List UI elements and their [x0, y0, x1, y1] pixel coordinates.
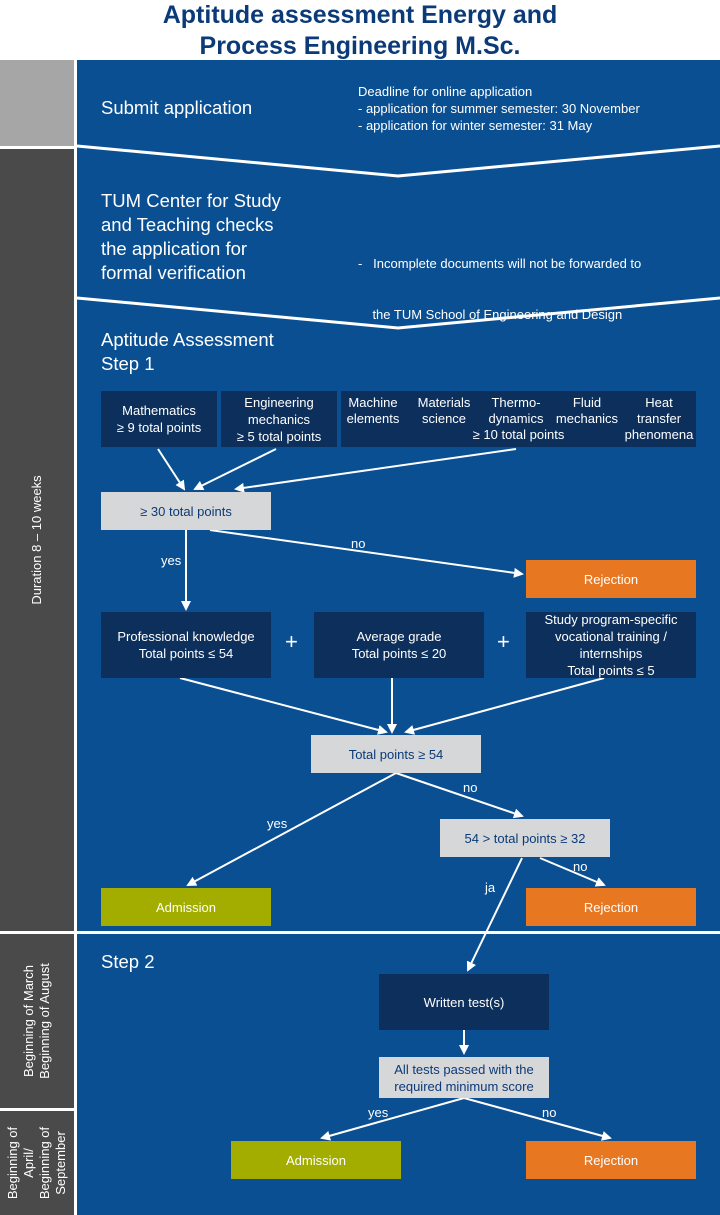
arrow-math-to-threshold: [157, 448, 186, 491]
incomplete-documents-note: - Incomplete documents will not be forwa…: [358, 221, 641, 340]
middle-range-box: 54 > total points ≥ 32: [440, 819, 610, 857]
box-line: Professional knowledge: [117, 629, 255, 644]
engineering-mechanics-box: Engineering mechanics ≥ 5 total points: [221, 391, 337, 447]
tests-passed-box: All tests passed with the required minim…: [379, 1057, 549, 1098]
middle-ja-label: ja: [485, 880, 496, 895]
subjects-points: ≥ 10 total points: [472, 427, 565, 442]
subject-line: Thermo-: [491, 395, 541, 410]
box-line: Total points ≤ 5: [567, 663, 655, 678]
box-line: internships: [579, 646, 643, 661]
passed-no-label: no: [542, 1105, 557, 1120]
subject-line: Fluid: [572, 395, 602, 410]
box-line: required minimum score: [394, 1078, 534, 1094]
professional-knowledge-box: Professional knowledge Total points ≤ 54: [101, 612, 271, 678]
tum-check-title-line: TUM Center for Study: [101, 190, 281, 211]
rejection-box-1: Rejection: [526, 560, 696, 598]
subject-line: transfer: [636, 411, 682, 426]
note-line: the TUM School of Engineering and Design: [358, 307, 623, 322]
step2-title: Step 2: [101, 951, 155, 972]
box-line: Study program-specific: [544, 612, 678, 627]
note-line: - Incomplete documents will not be forwa…: [358, 256, 642, 271]
arrow-engmech-to-threshold: [193, 448, 277, 490]
admission-box-2: Admission: [231, 1141, 401, 1179]
written-test-box: Written test(s): [379, 974, 549, 1030]
page-title: Aptitude assessment Energy and Process E…: [0, 0, 720, 60]
tum-check-title-line: formal verification: [101, 262, 246, 283]
subject-thermodynamics: Thermo- dynamics: [483, 395, 549, 427]
arrow-passed-no: [463, 1097, 612, 1141]
tum-check-title-line: and Teaching checks: [101, 214, 274, 235]
admission-box-1: Admission: [101, 888, 271, 926]
rejection-box-2: Rejection: [526, 888, 696, 926]
plus-sign-2: +: [497, 629, 510, 654]
arrow-voc-to-total: [404, 677, 605, 735]
arrow-prof-to-total: [179, 677, 388, 735]
deadline-line: - application for winter semester: 31 Ma…: [358, 118, 593, 133]
total-yes-label: yes: [267, 816, 288, 831]
tum-check-title: TUM Center for Study and Teaching checks…: [101, 189, 281, 285]
threshold-no-label: no: [351, 536, 366, 551]
arrow-middle-no: [539, 857, 606, 887]
subject-line: Heat: [645, 395, 673, 410]
deadline-line: - application for summer semester: 30 No…: [358, 101, 640, 116]
deadline-line: Deadline for online application: [358, 84, 533, 99]
subject-machine-elements: Machine elements: [341, 395, 405, 427]
total-no-label: no: [463, 780, 478, 795]
subject-line: elements: [346, 411, 400, 426]
passed-yes-label: yes: [368, 1105, 389, 1120]
arrow-middle-ja: [466, 857, 523, 972]
box-line: mechanics: [247, 411, 311, 427]
arrow-subjects-to-threshold: [234, 448, 517, 493]
box-line: Total points ≤ 20: [351, 646, 447, 661]
box-line: ≥ 5 total points: [236, 428, 322, 444]
box-line: Mathematics: [122, 403, 196, 418]
sidebar-duration-block: Duration 8 – 10 weeks: [0, 149, 74, 931]
box-line: vocational training /: [554, 629, 667, 644]
chevron-separator-2: [76, 296, 720, 330]
box-line: ≥ 9 total points: [116, 420, 202, 435]
threshold-30-box: ≥ 30 total points: [101, 492, 271, 530]
arrow-threshold-no: [209, 529, 524, 578]
box-line: Average grade: [356, 629, 442, 644]
title-line-1: Aptitude assessment Energy and: [162, 1, 558, 29]
subject-heat-transfer: Heat transfer phenomena: [623, 395, 695, 443]
box-line: All tests passed with the: [394, 1061, 534, 1077]
deadline-note: Deadline for online application - applic…: [358, 83, 640, 134]
step1-title-line: Aptitude Assessment: [101, 329, 274, 350]
threshold-yes-label: yes: [161, 553, 182, 568]
title-line-2: Process Engineering M.Sc.: [199, 32, 521, 60]
sidebar-submit-block: [0, 60, 74, 146]
subjects-box: Machine elements Materials science Therm…: [341, 391, 696, 447]
subject-line: phenomena: [624, 427, 694, 442]
vocational-training-box: Study program-specific vocational traini…: [526, 612, 696, 678]
mathematics-box: Mathematics ≥ 9 total points: [101, 391, 217, 447]
tum-check-title-line: the application for: [101, 238, 248, 259]
subject-line: dynamics: [488, 411, 544, 426]
submit-application-title: Submit application: [101, 97, 253, 118]
subject-line: mechanics: [555, 411, 619, 426]
subject-materials-science: Materials science: [411, 395, 477, 427]
arrow-total-no: [395, 772, 524, 819]
box-line: Total points ≤ 54: [138, 646, 234, 661]
average-grade-box: Average grade Total points ≤ 20: [314, 612, 484, 678]
arrow-total-yes: [186, 772, 397, 886]
subject-fluid-mechanics: Fluid mechanics: [553, 395, 621, 427]
total-54-box: Total points ≥ 54: [311, 735, 481, 773]
middle-no-label: no: [573, 859, 588, 874]
arrow-passed-yes: [320, 1097, 465, 1141]
plus-sign-1: +: [285, 629, 298, 654]
rejection-box-3: Rejection: [526, 1141, 696, 1179]
subject-line: science: [421, 411, 467, 426]
subject-line: Machine: [348, 395, 398, 410]
subject-line: Materials: [417, 395, 471, 410]
sidebar-step2-period-block: Beginning of March Beginning of August: [0, 934, 74, 1108]
sidebar-result-period-block: Beginning of April/ Beginning of Septemb…: [0, 1111, 74, 1215]
step1-title-line: Step 1: [101, 353, 155, 374]
chevron-separator-1: [76, 144, 720, 178]
step1-title: Aptitude Assessment Step 1: [101, 328, 274, 376]
box-line: Engineering: [244, 394, 314, 410]
